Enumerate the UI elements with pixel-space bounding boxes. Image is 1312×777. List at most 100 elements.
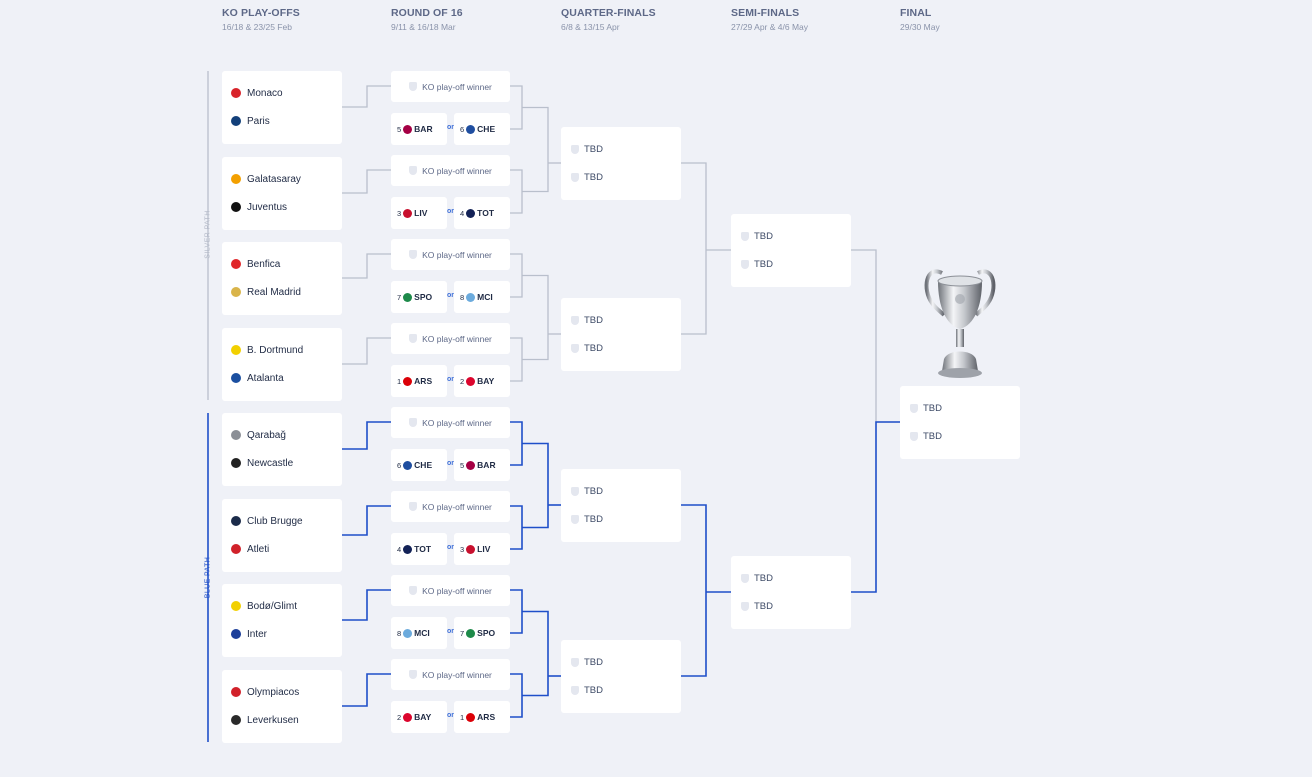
ko-winner-card[interactable]: KO play-off winner xyxy=(391,239,510,270)
placeholder-shield-icon xyxy=(571,514,579,524)
team-abbr: TOT xyxy=(477,208,495,218)
placeholder-shield-icon xyxy=(571,685,579,695)
connector-line xyxy=(681,162,707,335)
connector-line xyxy=(522,106,549,193)
placeholder-shield-icon xyxy=(571,486,579,496)
semi-final-card[interactable]: TBD TBD xyxy=(731,556,851,629)
team-crest-icon xyxy=(231,345,241,355)
team-crest-icon xyxy=(231,544,241,554)
team-crest-icon xyxy=(466,628,476,638)
ko-winner-label: KO play-off winner xyxy=(422,585,492,596)
team-abbr: MCI xyxy=(414,628,430,638)
connector-line xyxy=(522,274,549,361)
team-crest-icon xyxy=(466,208,476,218)
ko-winner-label: KO play-off winner xyxy=(422,669,492,680)
ko-winner-label: KO play-off winner xyxy=(422,333,492,344)
ko-winner-card[interactable]: KO play-off winner xyxy=(391,71,510,102)
ko-winner-card[interactable]: KO play-off winner xyxy=(391,659,510,690)
final-card[interactable]: TBD TBD xyxy=(900,386,1020,459)
connector-line xyxy=(342,505,391,536)
team-crest-icon xyxy=(231,287,241,297)
team-abbr: BAR xyxy=(414,124,433,134)
team-row: Bodø/Glimt xyxy=(231,599,297,613)
ko-winner-card[interactable]: KO play-off winner xyxy=(391,575,510,606)
tbd-label: TBD xyxy=(754,572,773,584)
seeded-option-card[interactable]: 6 CHE xyxy=(391,449,447,481)
team-crest-icon xyxy=(231,259,241,269)
ko-winner-card[interactable]: KO play-off winner xyxy=(391,407,510,438)
team-crest-icon xyxy=(231,373,241,383)
ko-winner-card[interactable]: KO play-off winner xyxy=(391,323,510,354)
team-crest-icon xyxy=(466,292,476,302)
ko-winner-slot: KO play-off winner xyxy=(391,323,510,354)
round-header-final: FINAL 29/30 May xyxy=(900,7,940,32)
tbd-label: TBD xyxy=(923,430,942,442)
team-abbr: TOT xyxy=(414,544,432,554)
ko-winner-slot: KO play-off winner xyxy=(391,491,510,522)
team-abbr: ARS xyxy=(414,376,433,386)
round-title: KO PLAY-OFFS xyxy=(222,7,300,19)
tbd-label: TBD xyxy=(584,513,603,525)
seed-number: 6 xyxy=(397,460,402,470)
team-row: Real Madrid xyxy=(231,285,301,299)
team-crest-icon xyxy=(403,124,413,134)
team-abbr: CHE xyxy=(477,124,496,134)
seed-team: 4 TOT xyxy=(397,533,431,565)
placeholder-shield-icon xyxy=(409,586,418,595)
team-row: Galatasaray xyxy=(231,172,301,186)
round-dates: 6/8 & 13/15 Apr xyxy=(561,22,620,32)
placeholder-shield-icon xyxy=(571,657,579,667)
or-separator: or xyxy=(447,124,454,131)
team-row: Inter xyxy=(231,627,267,641)
team-row: Olympiacos xyxy=(231,685,299,699)
tbd-label: TBD xyxy=(754,230,773,242)
connector-line xyxy=(851,249,900,423)
tbd-slot: TBD xyxy=(910,429,942,443)
ko-winner-card[interactable]: KO play-off winner xyxy=(391,155,510,186)
tbd-label: TBD xyxy=(754,600,773,612)
team-crest-icon xyxy=(231,601,241,611)
connector-line xyxy=(510,421,523,466)
team-abbr: CHE xyxy=(414,460,433,470)
seeded-option-card[interactable]: 4 TOT xyxy=(391,533,447,565)
round-title: SEMI-FINALS xyxy=(731,7,800,19)
round-dates: 16/18 & 23/25 Feb xyxy=(222,22,292,32)
seed-number: 4 xyxy=(397,544,402,554)
ko-winner-card[interactable]: KO play-off winner xyxy=(391,491,510,522)
ko-winner-label: KO play-off winner xyxy=(422,417,492,428)
connector-line xyxy=(510,85,523,130)
tbd-label: TBD xyxy=(923,402,942,414)
